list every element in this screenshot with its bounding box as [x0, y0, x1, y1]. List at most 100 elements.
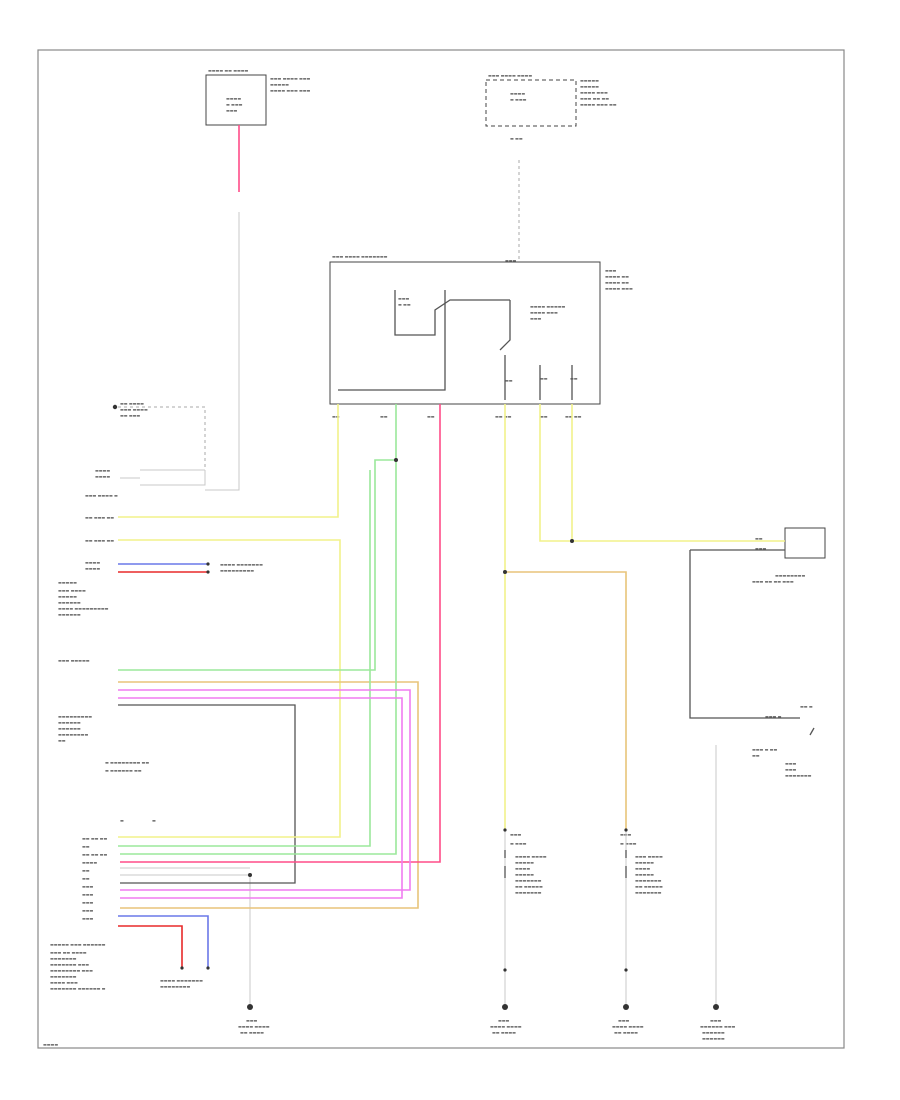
svg-text:▬▬▬▬▬▬ ▬▬▬: ▬▬▬▬▬▬ ▬▬▬ — [700, 1024, 736, 1029]
svg-text:▬▬: ▬▬ — [755, 536, 763, 541]
svg-text:▬▬▬ ▬▬▬▬: ▬▬▬ ▬▬▬▬ — [635, 854, 663, 859]
svg-text:▬▬▬▬▬: ▬▬▬▬▬ — [58, 594, 77, 599]
svg-text:▬▬▬▬▬: ▬▬▬▬▬ — [580, 78, 599, 83]
door-switch-labels: ▬▬▬ ▬ ▬▬▬ ▬▬▬▬ ▬▬▬▬ ▬▬▬▬▬ ▬▬▬▬ ▬▬▬▬▬ ▬▬▬… — [510, 832, 663, 895]
svg-text:▬▬▬: ▬▬▬ — [82, 884, 94, 889]
svg-text:▬▬▬▬: ▬▬▬▬ — [510, 91, 525, 96]
svg-text:▬▬ ▬▬▬▬: ▬▬ ▬▬▬▬ — [240, 1030, 264, 1035]
svg-text:▬▬: ▬▬ — [82, 868, 90, 873]
svg-text:▬ ▬▬▬: ▬ ▬▬▬ — [510, 97, 527, 102]
svg-text:▬▬: ▬▬ — [82, 844, 90, 849]
svg-text:▬▬▬▬▬▬▬ ▬▬▬▬▬▬ ▬: ▬▬▬▬▬▬▬ ▬▬▬▬▬▬ ▬ — [50, 986, 106, 991]
svg-text:▬▬ ▬▬▬▬: ▬▬ ▬▬▬▬ — [120, 401, 144, 406]
svg-text:▬▬▬▬ ▬▬▬ ▬▬▬: ▬▬▬▬ ▬▬▬ ▬▬▬ — [270, 88, 311, 93]
svg-text:▬▬ ▬▬▬▬: ▬▬ ▬▬▬▬ — [614, 1030, 638, 1035]
splice-points — [112, 404, 628, 972]
svg-text:▬ ▬▬: ▬ ▬▬ — [398, 302, 411, 307]
svg-text:▬▬▬ ▬▬▬▬ ▬▬▬▬▬▬▬: ▬▬▬ ▬▬▬▬ ▬▬▬▬▬▬▬ — [332, 254, 388, 259]
right-component-box: ▬▬▬▬▬▬▬▬ ▬▬▬ ▬▬ ▬▬ ▬▬▬ ▬▬ ▬▬▬ ▬▬ ▬ ▬▬▬ ▬… — [752, 527, 826, 778]
svg-text:▬▬▬▬▬: ▬▬▬▬▬ — [580, 84, 599, 89]
svg-text:▬▬▬▬: ▬▬▬▬ — [95, 474, 110, 479]
svg-text:▬▬▬▬ ▬▬▬▬: ▬▬▬▬ ▬▬▬▬ — [515, 854, 547, 859]
svg-text:▬▬▬: ▬▬▬ — [398, 296, 410, 301]
svg-text:▬▬ ▬▬▬ ▬▬: ▬▬ ▬▬▬ ▬▬ — [85, 538, 114, 543]
svg-text:▬ ▬▬▬▬▬▬▬▬ ▬▬: ▬ ▬▬▬▬▬▬▬▬ ▬▬ — [105, 760, 149, 765]
wire-magenta-1 — [118, 689, 411, 891]
svg-text:▬▬▬: ▬▬▬ — [785, 761, 797, 766]
svg-text:▬▬▬▬▬▬: ▬▬▬▬▬▬ — [58, 726, 81, 731]
svg-text:▬▬ ▬▬▬▬▬: ▬▬ ▬▬▬▬▬ — [635, 884, 663, 889]
svg-text:▬▬▬▬ ▬▬▬▬▬▬▬▬▬: ▬▬▬▬ ▬▬▬▬▬▬▬▬▬ — [58, 606, 109, 611]
wire-magenta-2 — [118, 697, 403, 899]
svg-text:▬▬▬▬▬▬▬▬▬: ▬▬▬▬▬▬▬▬▬ — [220, 568, 254, 573]
svg-text:▬▬▬ ▬▬▬▬ ▬▬▬: ▬▬▬ ▬▬▬▬ ▬▬▬ — [270, 76, 311, 81]
svg-text:▬▬▬▬: ▬▬▬▬ — [515, 866, 530, 871]
svg-text:▬▬: ▬▬ — [82, 876, 90, 881]
svg-text:▬▬▬▬▬: ▬▬▬▬▬ — [270, 82, 289, 87]
svg-text:▬▬▬▬ ▬▬▬▬▬▬▬: ▬▬▬▬ ▬▬▬▬▬▬▬ — [160, 978, 203, 983]
left-connector-block-upper: ▬▬ ▬▬▬▬ ▬▬▬ ▬▬▬▬ ▬▬ ▬▬▬ ▬▬▬▬ ▬▬▬▬ ▬▬▬ ▬▬… — [58, 401, 263, 617]
svg-text:▬▬: ▬▬ — [570, 376, 578, 381]
svg-text:▬▬▬ ▬: ▬▬▬ ▬ — [765, 714, 782, 719]
svg-text:▬▬▬▬▬▬: ▬▬▬▬▬▬ — [58, 612, 81, 617]
svg-text:▬▬▬▬ ▬▬▬▬: ▬▬▬▬ ▬▬▬▬ — [612, 1024, 644, 1029]
svg-text:▬▬ ▬▬: ▬▬ ▬▬ — [565, 414, 582, 419]
svg-text:▬▬▬ ▬▬▬▬: ▬▬▬ ▬▬▬▬ — [58, 588, 86, 593]
svg-text:▬▬ ▬▬: ▬▬ ▬▬ — [495, 414, 512, 419]
svg-text:▬▬▬▬ ▬▬: ▬▬▬▬ ▬▬ — [605, 274, 629, 279]
svg-text:▬▬: ▬▬ — [540, 376, 548, 381]
svg-text:▬▬▬ ▬▬▬▬: ▬▬▬ ▬▬▬▬ — [120, 407, 148, 412]
svg-text:▬▬▬▬▬▬: ▬▬▬▬▬▬ — [702, 1030, 725, 1035]
svg-text:▬▬▬▬▬▬: ▬▬▬▬▬▬ — [702, 1036, 725, 1041]
wire-green-2 — [118, 459, 396, 671]
svg-text:▬▬▬▬▬: ▬▬▬▬▬ — [635, 860, 654, 865]
svg-text:▬▬▬: ▬▬▬ — [82, 900, 94, 905]
svg-text:▬: ▬ — [152, 818, 156, 823]
svg-text:▬▬▬▬▬▬▬: ▬▬▬▬▬▬▬ — [635, 878, 662, 883]
wire-green-3 — [118, 470, 371, 847]
svg-text:▬▬▬: ▬▬▬ — [618, 1018, 630, 1023]
svg-text:▬ ▬▬▬: ▬ ▬▬▬ — [510, 841, 527, 846]
svg-text:▬▬▬▬ ▬▬ ▬▬▬▬: ▬▬▬▬ ▬▬ ▬▬▬▬ — [208, 68, 249, 73]
svg-text:▬ ▬▬▬: ▬ ▬▬▬ — [620, 841, 637, 846]
central-module-box: ▬▬▬ ▬▬▬▬ ▬▬▬▬▬▬▬ ▬▬▬ ▬▬▬ ▬▬▬▬ ▬▬ ▬▬▬▬ ▬▬… — [329, 254, 633, 419]
ground-symbol-icon — [247, 1004, 719, 1010]
svg-text:▬▬▬▬▬▬▬: ▬▬▬▬▬▬▬ — [515, 878, 542, 883]
svg-text:▬▬▬▬▬▬▬: ▬▬▬▬▬▬▬ — [785, 773, 812, 778]
svg-text:▬▬: ▬▬ — [427, 414, 435, 419]
svg-text:▬▬▬: ▬▬▬ — [510, 832, 522, 837]
svg-text:▬▬▬: ▬▬▬ — [226, 108, 238, 113]
ground-labels: ▬▬▬ ▬▬▬▬ ▬▬▬▬ ▬▬ ▬▬▬▬ ▬▬▬ ▬▬▬▬ ▬▬▬▬ ▬▬ ▬… — [238, 1018, 736, 1041]
svg-text:▬▬▬▬▬▬▬: ▬▬▬▬▬▬▬ — [50, 974, 77, 979]
svg-text:▬▬▬: ▬▬▬ — [498, 1018, 510, 1023]
svg-text:▬▬▬▬ ▬▬: ▬▬▬▬ ▬▬ — [605, 280, 629, 285]
svg-text:▬▬▬▬ ▬▬▬: ▬▬▬▬ ▬▬▬ — [605, 286, 633, 291]
svg-text:▬▬▬▬▬▬▬: ▬▬▬▬▬▬▬ — [635, 890, 662, 895]
svg-text:▬▬▬▬ ▬▬▬▬▬▬▬: ▬▬▬▬ ▬▬▬▬▬▬▬ — [220, 562, 263, 567]
switch-contact-icon — [504, 727, 815, 878]
svg-text:▬▬ ▬▬ ▬▬: ▬▬ ▬▬ ▬▬ — [82, 852, 107, 857]
svg-text:▬▬▬▬ ▬▬▬: ▬▬▬▬ ▬▬▬ — [530, 310, 558, 315]
svg-text:▬▬▬ ▬▬ ▬▬: ▬▬▬ ▬▬ ▬▬ — [580, 96, 609, 101]
svg-text:▬▬: ▬▬ — [540, 414, 548, 419]
svg-text:▬▬▬▬ ▬▬▬ ▬▬: ▬▬▬▬ ▬▬▬ ▬▬ — [580, 102, 617, 107]
svg-text:▬▬▬: ▬▬▬ — [710, 1018, 722, 1023]
svg-text:▬▬▬▬ ▬▬▬: ▬▬▬▬ ▬▬▬ — [580, 90, 608, 95]
svg-text:▬ ▬▬▬▬▬▬ ▬▬: ▬ ▬▬▬▬▬▬ ▬▬ — [105, 768, 142, 773]
svg-text:▬▬▬▬▬▬▬▬ ▬▬▬: ▬▬▬▬▬▬▬▬ ▬▬▬ — [50, 968, 93, 973]
svg-text:▬▬▬▬▬▬▬ ▬▬▬: ▬▬▬▬▬▬▬ ▬▬▬ — [50, 962, 89, 967]
svg-text:▬▬▬▬ ▬▬▬▬: ▬▬▬▬ ▬▬▬▬ — [238, 1024, 270, 1029]
svg-text:▬▬▬▬▬▬▬▬▬: ▬▬▬▬▬▬▬▬▬ — [58, 714, 92, 719]
svg-text:▬▬ ▬▬▬ ▬▬: ▬▬ ▬▬▬ ▬▬ — [85, 515, 114, 520]
svg-text:▬▬▬▬: ▬▬▬▬ — [82, 860, 97, 865]
svg-text:▬▬▬▬▬: ▬▬▬▬▬ — [58, 580, 77, 585]
svg-text:▬▬▬▬ ▬▬▬: ▬▬▬▬ ▬▬▬ — [50, 980, 78, 985]
svg-text:▬▬▬ ▬ ▬▬: ▬▬▬ ▬ ▬▬ — [752, 747, 777, 752]
svg-text:▬▬▬▬: ▬▬▬▬ — [635, 866, 650, 871]
svg-text:▬▬▬▬▬▬▬: ▬▬▬▬▬▬▬ — [50, 956, 77, 961]
power-supply-box-left: ▬▬▬▬ ▬▬ ▬▬▬▬ ▬▬▬ ▬▬▬▬ ▬▬▬ ▬▬▬▬▬ ▬▬▬▬ ▬▬▬… — [205, 68, 311, 126]
svg-text:▬▬▬ ▬▬▬▬▬: ▬▬▬ ▬▬▬▬▬ — [58, 658, 90, 663]
svg-text:▬▬▬▬: ▬▬▬▬ — [85, 560, 100, 565]
svg-text:▬▬▬▬▬: ▬▬▬▬▬ — [635, 872, 654, 877]
